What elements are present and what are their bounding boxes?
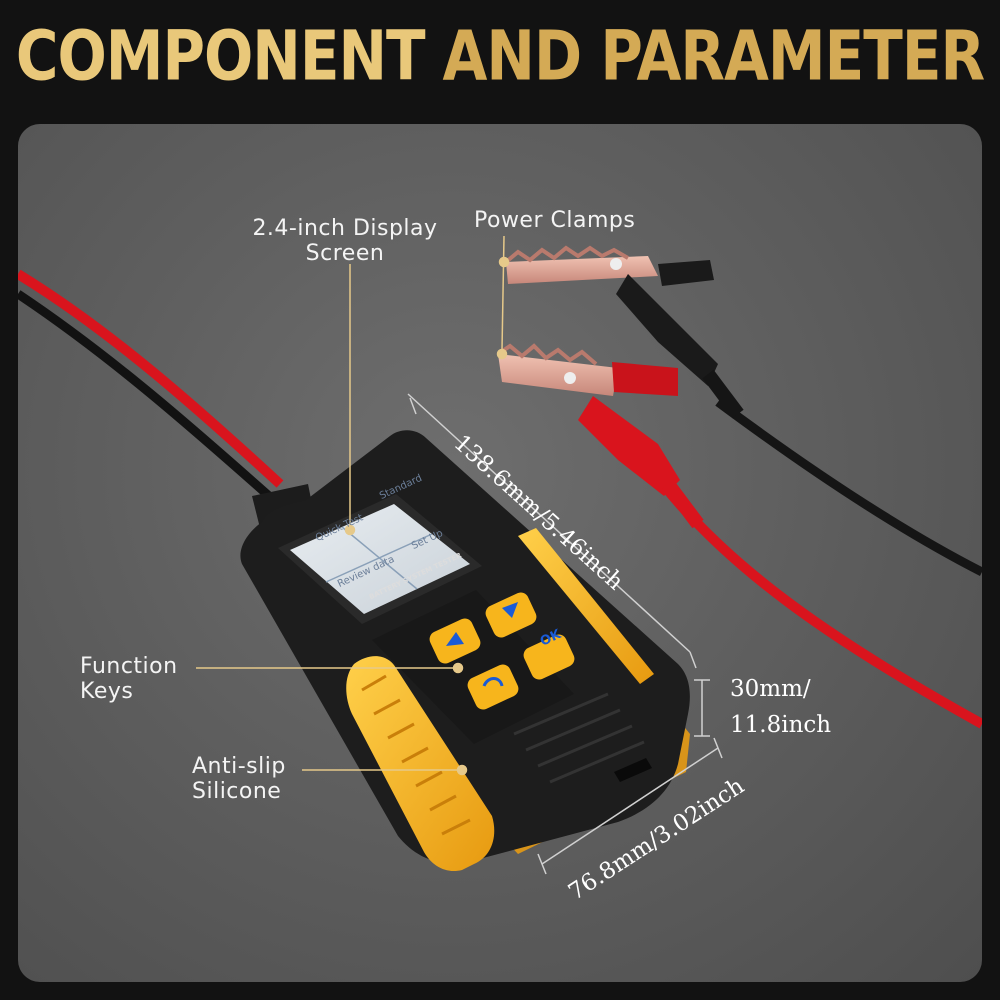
function-keys-label-line2: Keys: [80, 679, 134, 704]
black-cable-left: [18, 290, 281, 508]
display-screen-label: 2.4-inch Display Screen: [230, 216, 460, 266]
red-power-clamp: [496, 343, 704, 529]
height-dimension-line1: 30mm/: [730, 676, 811, 702]
red-cable-left: [18, 269, 284, 488]
height-dimension-line2: 11.8inch: [730, 712, 832, 738]
power-clamps-label: Power Clamps: [474, 208, 636, 233]
title-part-2: AND PARAMETER: [442, 16, 986, 97]
battery-tester-device: [240, 430, 690, 872]
title-part-1: COMPONENT: [15, 16, 426, 97]
red-cable-right: [643, 461, 982, 729]
dimension-lines: [407, 393, 723, 875]
anti-slip-label: Anti-slip Silicone: [192, 754, 286, 804]
product-panel: 2.4-inch Display Screen Power Clamps Fun…: [18, 124, 982, 982]
product-illustration: [18, 235, 982, 875]
function-keys-label: Function Keys: [80, 654, 178, 704]
function-keys-label-line1: Function: [80, 654, 178, 679]
black-power-clamp: [504, 245, 744, 419]
black-cable-right: [715, 398, 982, 577]
display-label-line1: 2.4-inch Display: [252, 216, 438, 241]
anti-slip-label-line1: Anti-slip: [192, 754, 286, 779]
display-label-line2: Screen: [305, 241, 385, 266]
anti-slip-label-line2: Silicone: [192, 779, 282, 804]
function-keys: [429, 592, 575, 710]
callout-leaders: [196, 235, 510, 776]
